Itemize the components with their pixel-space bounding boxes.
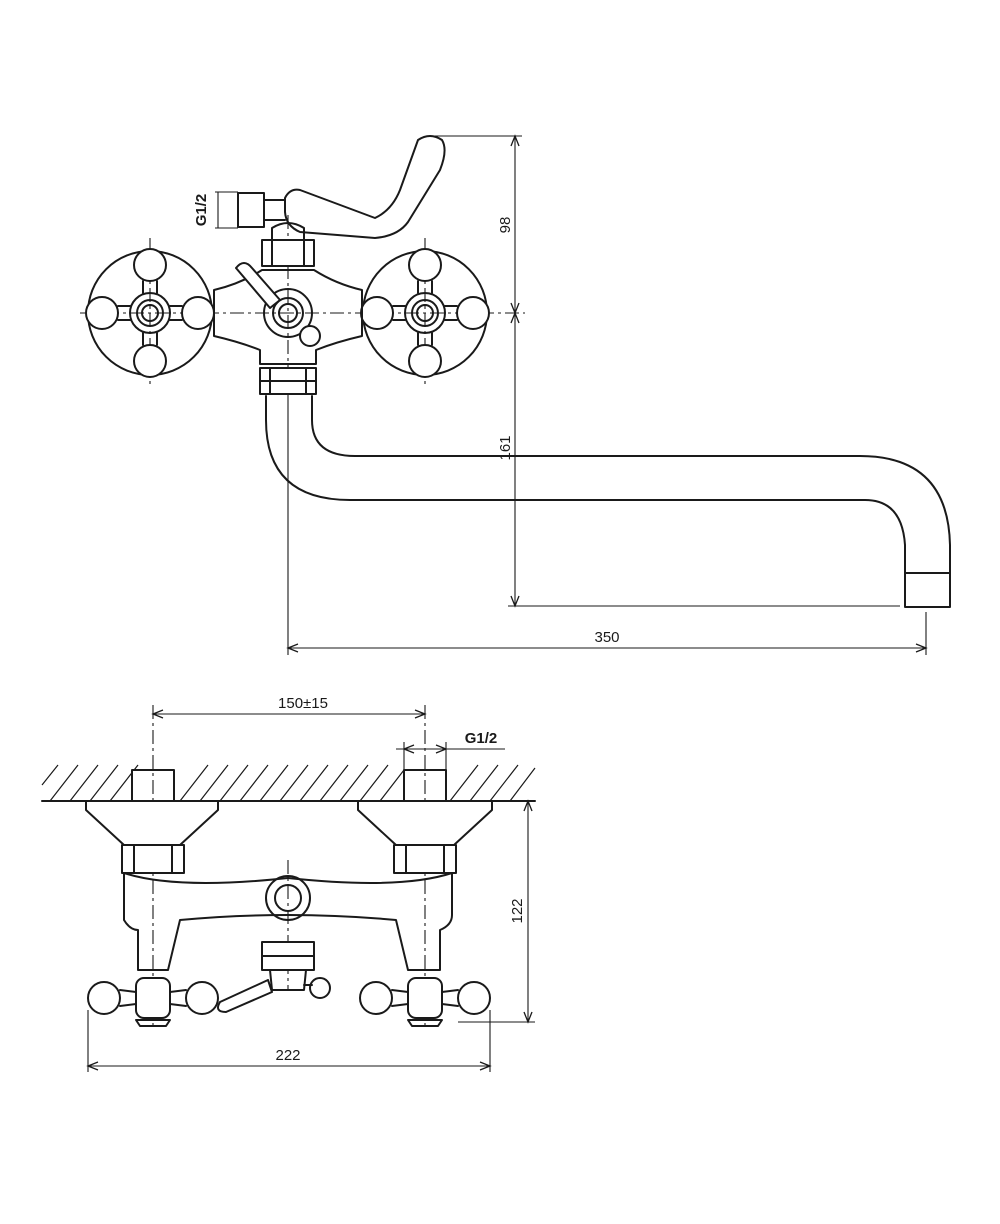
knob [408, 344, 442, 378]
dim-spout-drop: 161 [497, 435, 514, 460]
left-nut [121, 844, 185, 874]
dim-depth: 122 [509, 898, 526, 923]
knob [133, 344, 167, 378]
spout-aerator [904, 572, 951, 608]
bottom-view: 150±15 G1/2 122 222 [41, 695, 536, 1072]
knob [457, 981, 491, 1015]
right-escutcheon [357, 800, 493, 846]
front-thread-label: G1/2 [193, 194, 210, 227]
bottom-body [123, 872, 453, 971]
knob [133, 248, 167, 282]
wall-hatching [41, 764, 536, 802]
dim-centres: 150±15 [278, 695, 328, 712]
dim-lever-height: 98 [497, 217, 514, 234]
bottom-thread-label: G1/2 [465, 730, 498, 747]
knob [360, 296, 394, 330]
lever-tip [299, 325, 321, 347]
left-handle-hub [135, 977, 171, 1019]
diverter-lever [235, 262, 281, 309]
left-escutcheon [85, 800, 219, 846]
spout [265, 395, 951, 606]
knob [87, 981, 121, 1015]
lever-tip [309, 977, 331, 999]
dim-overall-width: 222 [275, 1047, 300, 1064]
right-nut [393, 844, 457, 874]
shower-outlet [237, 192, 265, 228]
right-handle-hub [407, 977, 443, 1019]
diverter-ring [263, 288, 313, 338]
diverter-ring [265, 875, 311, 921]
bottom-diverter-lever [217, 979, 273, 1013]
knob [408, 248, 442, 282]
top-lever-handle [284, 135, 446, 239]
dim-spout-reach: 350 [594, 629, 619, 646]
knob [85, 296, 119, 330]
front-view: 98 161 350 G1/2 [80, 134, 951, 655]
top-hex-nut [261, 239, 315, 267]
knob [359, 981, 393, 1015]
left-flange [85, 248, 215, 378]
knob [185, 981, 219, 1015]
knob [181, 296, 215, 330]
knob [456, 296, 490, 330]
